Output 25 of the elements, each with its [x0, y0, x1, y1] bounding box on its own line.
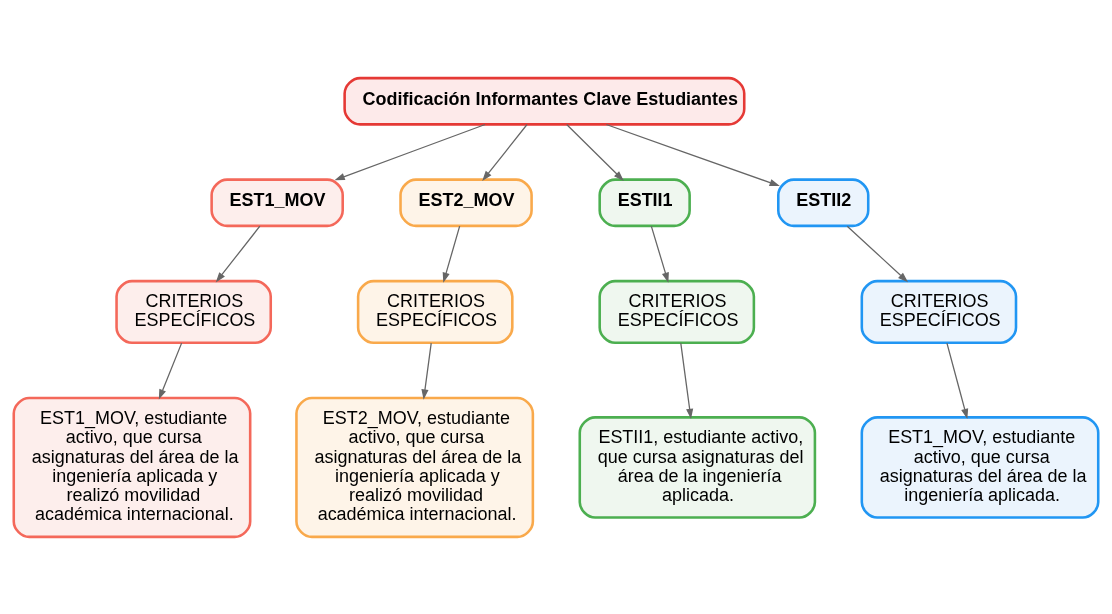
node-box: ESTII1 — [598, 177, 691, 227]
node-box: EST2_MOV — [399, 177, 533, 227]
arrow — [650, 225, 669, 283]
arrow — [421, 342, 432, 400]
arrow — [334, 123, 486, 180]
node-box: EST1_MOV — [210, 177, 344, 227]
node-box: CRITERIOS ESPECÍFICOS — [860, 279, 1018, 344]
arrow — [482, 123, 528, 181]
node-box: ESTII2 — [777, 177, 870, 227]
arrow — [158, 342, 183, 400]
node-box: CRITERIOS ESPECÍFICOS — [598, 279, 756, 344]
node-box: EST1_MOV, estudiante activo, que cursa asignaturas del área de la ingeniería aplicada y realizó movilidad académica internacional. — [12, 396, 252, 538]
node-box: EST1_MOV, estudiante activo, que cursa asignaturas del área de la ingeniería aplicada. — [860, 415, 1100, 519]
arrow — [680, 342, 694, 419]
arrow — [846, 225, 909, 282]
arrow — [215, 225, 261, 282]
arrow — [442, 225, 461, 283]
arrow — [566, 123, 624, 181]
node-box: Codificación Informantes Clave Estudiantes — [343, 76, 746, 126]
arrow — [605, 123, 780, 186]
arrow — [946, 342, 969, 419]
node-box: CRITERIOS ESPECÍFICOS — [115, 279, 273, 344]
node-box: EST2_MOV, estudiante activo, que cursa asignaturas del área de la ingeniería aplicada y realizó movilidad académica internacional. — [295, 396, 535, 538]
node-box: CRITERIOS ESPECÍFICOS — [356, 279, 514, 344]
node-box: ESTII1, estudiante activo, que cursa asignaturas del área de la ingeniería aplicada. — [578, 415, 817, 519]
